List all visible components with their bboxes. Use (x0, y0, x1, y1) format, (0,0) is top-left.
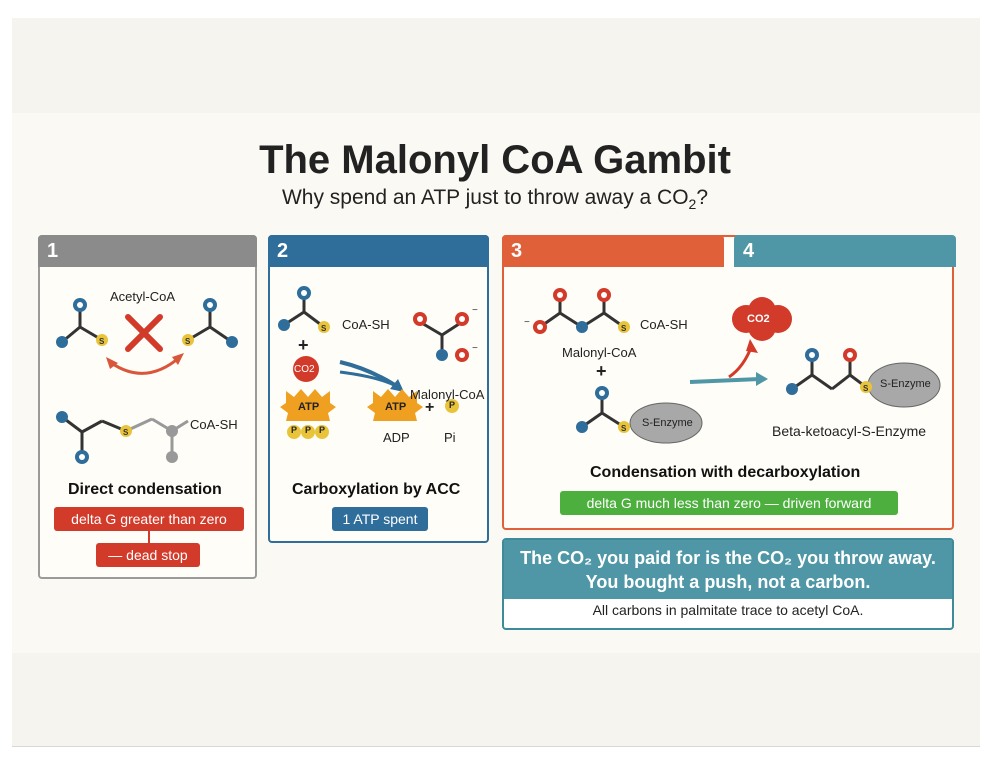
svg-text:S: S (185, 337, 191, 346)
coa-sh-label: CoA-SH (342, 317, 390, 332)
panel-1-diagram: S S (56, 298, 238, 464)
panel-2-header: 2 (268, 235, 489, 267)
page-subtitle: Why spend an ATP just to throw away a CO… (0, 186, 990, 212)
phosphate-product-icon (445, 399, 459, 413)
subtitle-text: Why spend an ATP just to throw away a CO (281, 186, 689, 209)
svg-text:−: − (472, 305, 478, 316)
panel-2-number: 2 (277, 240, 289, 262)
delta-g-positive-badge: delta G greater than zero (54, 507, 244, 531)
malonyl-coa-molecule: S − (524, 288, 630, 334)
reaction-arrow-icon (689, 377, 761, 384)
delta-g-negative-badge: delta G much less than zero — driven for… (560, 491, 898, 515)
beta-ketoacyl-label: Beta-ketoacyl-S-Enzyme (772, 423, 927, 439)
panel-2: 2 S − − (268, 235, 489, 543)
svg-text:−: − (472, 343, 478, 354)
enzyme-label-2: S-Enzyme (880, 378, 931, 390)
coa-sh-label: CoA-SH (190, 417, 238, 432)
malonyl-coa-label: Malonyl-CoA (562, 345, 637, 360)
takeaway-line-1: The CO₂ you paid for is the CO₂ you thro… (520, 548, 936, 568)
malonyl-coa-label: Malonyl-CoA (410, 387, 485, 402)
malonyl-coa-molecule: − − (413, 305, 478, 362)
takeaway-box: The CO₂ you paid for is the CO₂ you thro… (502, 538, 954, 630)
svg-text:S: S (321, 324, 327, 333)
panel-1-header: 1 (38, 235, 257, 267)
panel-4-number: 4 (743, 240, 755, 262)
plus-sign: + (298, 335, 309, 355)
acetyl-coa-molecule: S (278, 286, 330, 333)
dead-stop-badge: — dead stop (96, 543, 200, 567)
atp-product-icon (367, 389, 423, 421)
acetyl-coa-left: S (56, 298, 108, 348)
beta-ketoacyl-molecule: S (786, 348, 941, 408)
atp-product-label: ATP (385, 401, 407, 413)
panel-3-number: 3 (511, 240, 523, 262)
acetyl-coa-label: Acetyl-CoA (110, 289, 176, 304)
panel-1: 1 Acetyl-CoA S S (38, 235, 257, 579)
panel-3-header: 3 (502, 235, 724, 267)
atp-badge-icon (280, 389, 336, 421)
panel-3-4-diagram: S − S (524, 288, 941, 444)
takeaway-line-2: You bought a push, not a carbon. (585, 572, 871, 592)
bottom-divider (12, 746, 980, 747)
phosphate-product: P (449, 400, 456, 410)
takeaway-header: The CO₂ you paid for is the CO₂ you thro… (504, 540, 952, 599)
phosphate-3: P (319, 425, 326, 435)
condensed-product: S (56, 411, 189, 464)
phosphate-icons (287, 425, 329, 439)
badge-connector (148, 531, 150, 543)
svg-text:S: S (123, 428, 129, 437)
acetyl-coa-right: S (182, 298, 238, 348)
co2-bubble (293, 356, 319, 382)
panel-3-4: 3 4 S − S (502, 235, 956, 530)
failed-arrow-icon (109, 355, 181, 375)
phosphate-1: P (291, 425, 298, 435)
blocked-x-icon (125, 314, 163, 352)
panel-1-number: 1 (47, 240, 59, 262)
subtitle-end: ? (696, 186, 709, 209)
panel-4-header: 4 (734, 235, 956, 267)
co2-label: CO2 (294, 364, 315, 375)
co2-released-label: CO2 (747, 313, 770, 325)
svg-text:S: S (863, 384, 869, 393)
plus-sign-2: + (425, 399, 435, 416)
phosphate-2: P (305, 425, 312, 435)
svg-text:S: S (621, 424, 627, 433)
enzyme-label: S-Enzyme (642, 417, 693, 429)
panel-2-diagram: S − − (278, 286, 478, 439)
panel-2-heading: Carboxylation by ACC (292, 481, 461, 498)
plus-sign: + (596, 361, 607, 381)
atp-label: ATP (298, 401, 320, 413)
page-title: The Malonyl CoA Gambit (259, 138, 731, 182)
enzyme-blob-icon (629, 402, 703, 444)
panel-3-4-heading: Condensation with decarboxylation (590, 464, 861, 481)
takeaway-footer: All carbons in palmitate trace to acetyl… (592, 602, 864, 618)
subtitle-subscript: 2 (688, 196, 697, 213)
svg-text:−: − (524, 317, 530, 328)
pi-label: Pi (444, 430, 456, 445)
acetyl-enzyme-molecule: S (576, 386, 703, 444)
panel-1-heading: Direct condensation (68, 481, 222, 498)
atp-spent-badge: 1 ATP spent (332, 507, 428, 531)
svg-text:S: S (621, 324, 627, 333)
svg-text:S: S (99, 337, 105, 346)
co2-cloud-icon (732, 297, 792, 341)
adp-label: ADP (383, 430, 410, 445)
coa-sh-label: CoA-SH (640, 317, 688, 332)
